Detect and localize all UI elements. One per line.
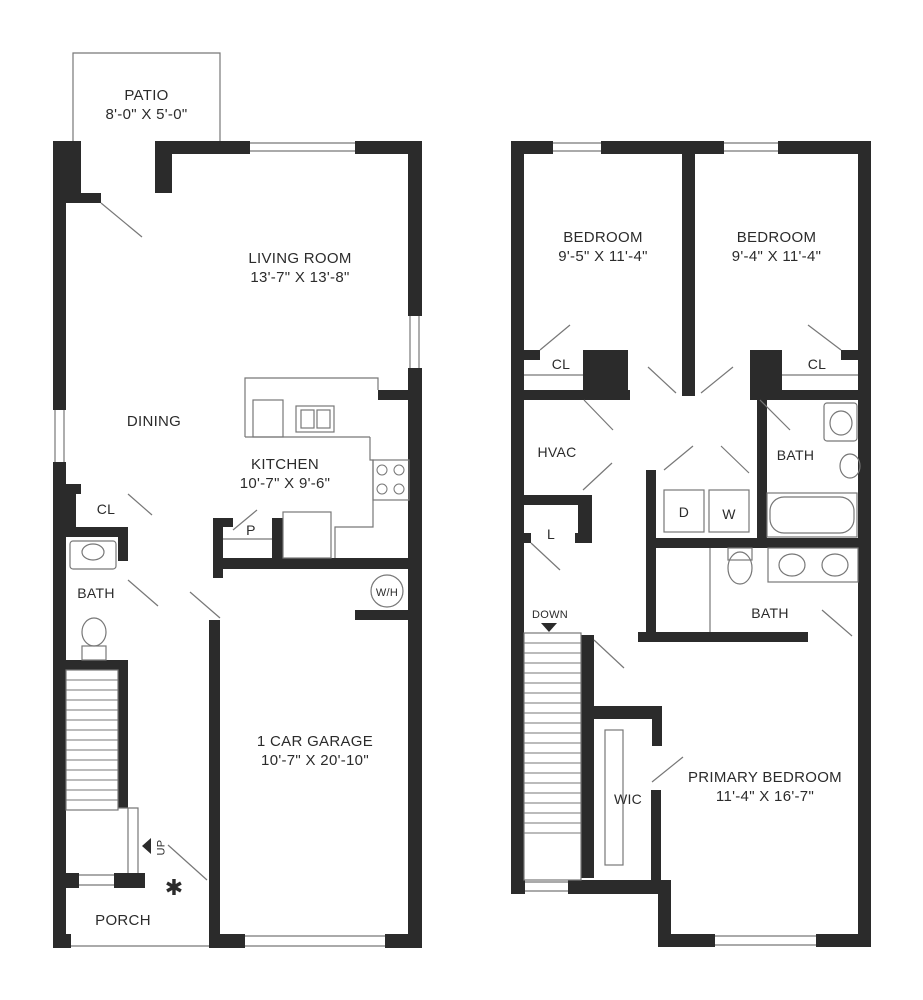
patio-name: PATIO: [124, 87, 169, 104]
bath-label: BATH: [77, 585, 115, 601]
wic-label: WIC: [613, 791, 643, 807]
primary-bedroom-size: 11'-4" X 16'-7": [715, 788, 815, 805]
bedroom-left-label: BEDROOM 9'-5" X 11'-4": [524, 228, 682, 266]
pantry-label: P: [246, 522, 256, 538]
garage-label: 1 CAR GARAGE 10'-7" X 20'-10": [220, 732, 410, 770]
linen-label: L: [546, 526, 556, 542]
second-floor-walls: [511, 141, 871, 947]
primary-bedroom-label: PRIMARY BEDROOM 11'-4" X 16'-7": [680, 768, 850, 806]
closet-label: CL: [96, 501, 116, 517]
first-floor-lines: [54, 52, 420, 947]
stairs-down-label: DOWN: [531, 609, 569, 621]
washer-label: W: [722, 506, 736, 522]
porch-label: PORCH: [95, 912, 151, 929]
upper-bath-label: BATH: [776, 447, 815, 463]
dryer-label: D: [678, 504, 690, 520]
down-arrow-icon: [541, 623, 557, 632]
lower-bath-label: BATH: [751, 605, 789, 621]
patio-label: PATIO 8'-0" X 5'-0": [73, 86, 220, 124]
bedroom-left-size: 9'-5" X 11'-4": [558, 248, 648, 265]
water-heater-label: W/H: [375, 587, 399, 599]
bedroom-right-size: 9'-4" X 11'-4": [731, 248, 822, 265]
second-floor-lines: [523, 142, 861, 946]
kitchen-label: KITCHEN 10'-7" X 9'-6": [200, 455, 370, 493]
first-floor-walls: [53, 141, 422, 948]
living-room-label: LIVING ROOM 13'-7" X 13'-8": [190, 249, 410, 287]
bedroom-right-label: BEDROOM 9'-4" X 11'-4": [695, 228, 858, 266]
garage-name: 1 CAR GARAGE: [256, 733, 374, 750]
entry-star-icon: ✱: [165, 876, 183, 901]
closet-left-label: CL: [551, 356, 571, 372]
first-floor-fixtures: [376, 464, 405, 495]
up-arrow-icon: [142, 838, 151, 854]
closet-right-label: CL: [807, 356, 827, 372]
primary-bedroom-name: PRIMARY BEDROOM: [688, 769, 842, 786]
dining-label: DINING: [126, 413, 182, 430]
living-room-size: 13'-7" X 13'-8": [250, 269, 350, 286]
hvac-label: HVAC: [537, 444, 577, 460]
bedroom-left-name: BEDROOM: [563, 229, 643, 246]
first-floor-stair-treads: [66, 679, 118, 801]
bedroom-right-name: BEDROOM: [736, 229, 817, 246]
patio-size: 8'-0" X 5'-0": [105, 106, 188, 123]
kitchen-name: KITCHEN: [251, 456, 319, 473]
garage-size: 10'-7" X 20'-10": [261, 752, 369, 769]
kitchen-size: 10'-7" X 9'-6": [239, 475, 331, 492]
second-floor-stair-treads: [524, 642, 581, 834]
stairs-up-label: UP: [155, 839, 168, 856]
living-room-name: LIVING ROOM: [248, 250, 352, 267]
